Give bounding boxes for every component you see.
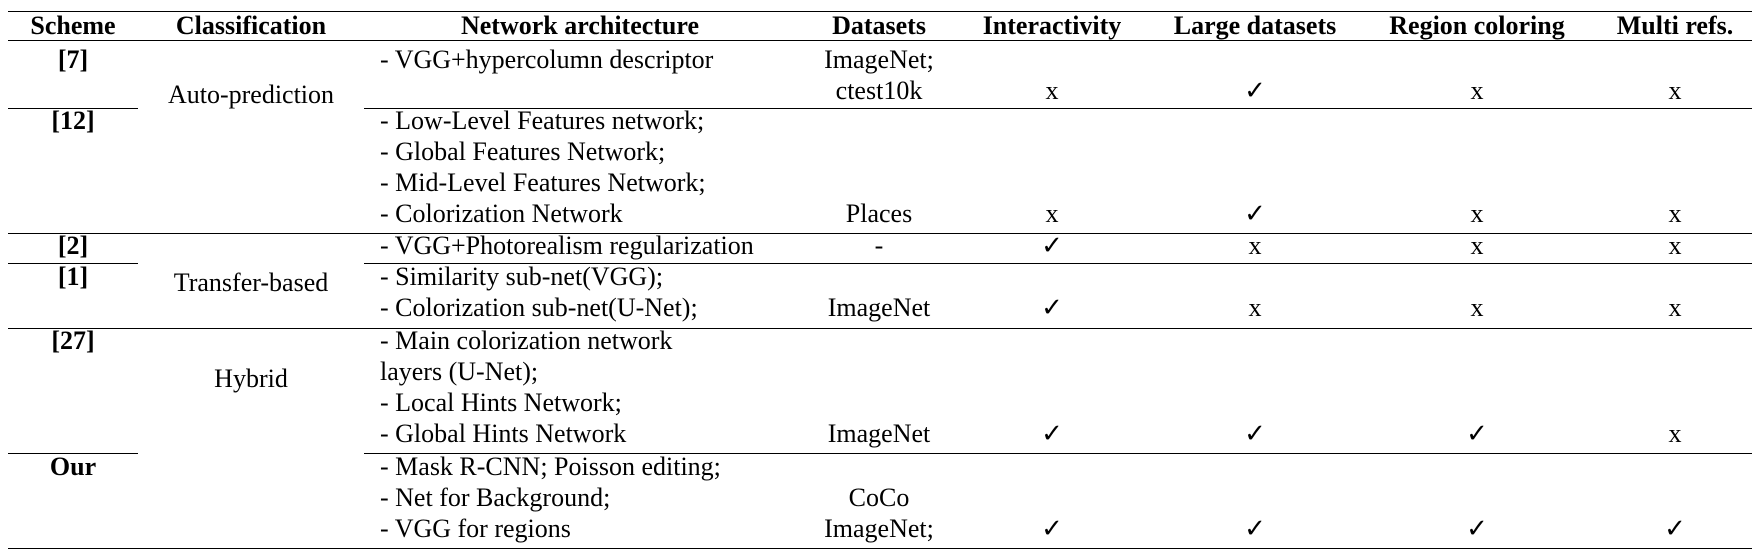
architecture-line: - Mid-Level Features Network; xyxy=(380,168,706,197)
architecture-line: - Main colorization network xyxy=(380,326,673,355)
large-datasets-mark: x xyxy=(1248,293,1262,322)
region-coloring-mark: x xyxy=(1470,76,1484,105)
scheme-cell: [1] xyxy=(57,262,89,291)
architecture-line: layers (U-Net); xyxy=(380,357,539,386)
classification-auto-prediction: Auto-prediction xyxy=(167,80,335,109)
dataset-line: ImageNet; xyxy=(824,514,934,543)
table-bottom-rule xyxy=(8,548,1752,549)
dataset-line: ImageNet; xyxy=(824,45,934,74)
row-rule-3 xyxy=(8,263,138,264)
classification-hybrid: Hybrid xyxy=(214,364,288,393)
interactivity-mark: ✓ xyxy=(1041,419,1063,448)
row-rule-1 xyxy=(8,108,138,109)
architecture-line: - VGG+Photorealism regularization xyxy=(380,231,754,260)
dataset-line: ImageNet xyxy=(827,293,931,322)
architecture-line: - Colorization sub-net(U-Net); xyxy=(380,293,698,322)
architecture-line: - Global Features Network; xyxy=(380,137,666,166)
header-rule xyxy=(8,40,1752,41)
multi-refs-mark: ✓ xyxy=(1664,514,1686,543)
header-datasets: Datasets xyxy=(832,11,926,40)
interactivity-mark: x xyxy=(1045,76,1059,105)
scheme-cell: Our xyxy=(49,452,97,481)
architecture-line: - Global Hints Network xyxy=(380,419,627,448)
large-datasets-mark: ✓ xyxy=(1244,419,1266,448)
architecture-line: - Local Hints Network; xyxy=(380,388,622,417)
region-coloring-mark: x xyxy=(1470,199,1484,228)
row-rule-1b xyxy=(364,108,1752,109)
header-region-coloring: Region coloring xyxy=(1389,11,1565,40)
header-network-architecture: Network architecture xyxy=(460,11,700,40)
row-rule-5b xyxy=(364,453,1752,454)
classification-transfer-based: Transfer-based xyxy=(173,268,329,297)
dataset-line: CoCo xyxy=(848,483,910,512)
large-datasets-mark: ✓ xyxy=(1244,199,1266,228)
dataset-line: - xyxy=(874,231,884,260)
multi-refs-mark: x xyxy=(1668,419,1682,448)
multi-refs-mark: x xyxy=(1668,231,1682,260)
scheme-cell: [27] xyxy=(51,326,95,355)
architecture-line: - Mask R-CNN; Poisson editing; xyxy=(380,452,721,481)
architecture-line: - Colorization Network xyxy=(380,199,623,228)
row-rule-2 xyxy=(8,233,1752,234)
header-large-datasets: Large datasets xyxy=(1173,11,1337,40)
row-rule-3b xyxy=(364,263,1752,264)
architecture-line: - Similarity sub-net(VGG); xyxy=(380,262,664,291)
multi-refs-mark: x xyxy=(1668,76,1682,105)
dataset-line: ctest10k xyxy=(835,76,923,105)
row-rule-5 xyxy=(8,453,138,454)
scheme-cell: [12] xyxy=(51,106,95,135)
interactivity-mark: ✓ xyxy=(1041,231,1063,260)
region-coloring-mark: ✓ xyxy=(1466,514,1488,543)
region-coloring-mark: x xyxy=(1470,231,1484,260)
multi-refs-mark: x xyxy=(1668,199,1682,228)
scheme-cell: [7] xyxy=(57,45,89,74)
interactivity-mark: x xyxy=(1045,199,1059,228)
architecture-line: - VGG for regions xyxy=(380,514,571,543)
dataset-line: Places xyxy=(845,199,913,228)
interactivity-mark: ✓ xyxy=(1041,514,1063,543)
dataset-line: ImageNet xyxy=(827,419,931,448)
interactivity-mark: ✓ xyxy=(1041,293,1063,322)
large-datasets-mark: x xyxy=(1248,231,1262,260)
scheme-cell: [2] xyxy=(57,231,89,260)
region-coloring-mark: x xyxy=(1470,293,1484,322)
header-scheme: Scheme xyxy=(30,11,116,40)
architecture-line: - VGG+hypercolumn descriptor xyxy=(380,45,714,74)
architecture-line: - Net for Background; xyxy=(380,483,611,512)
large-datasets-mark: ✓ xyxy=(1244,76,1266,105)
multi-refs-mark: x xyxy=(1668,293,1682,322)
architecture-line: - Low-Level Features network; xyxy=(380,106,705,135)
table-top-rule xyxy=(8,11,1752,12)
header-classification: Classification xyxy=(175,11,327,40)
large-datasets-mark: ✓ xyxy=(1244,514,1266,543)
region-coloring-mark: ✓ xyxy=(1466,419,1488,448)
header-multi-refs: Multi refs. xyxy=(1616,11,1734,40)
row-rule-4 xyxy=(8,328,1752,329)
header-interactivity: Interactivity xyxy=(982,11,1122,40)
